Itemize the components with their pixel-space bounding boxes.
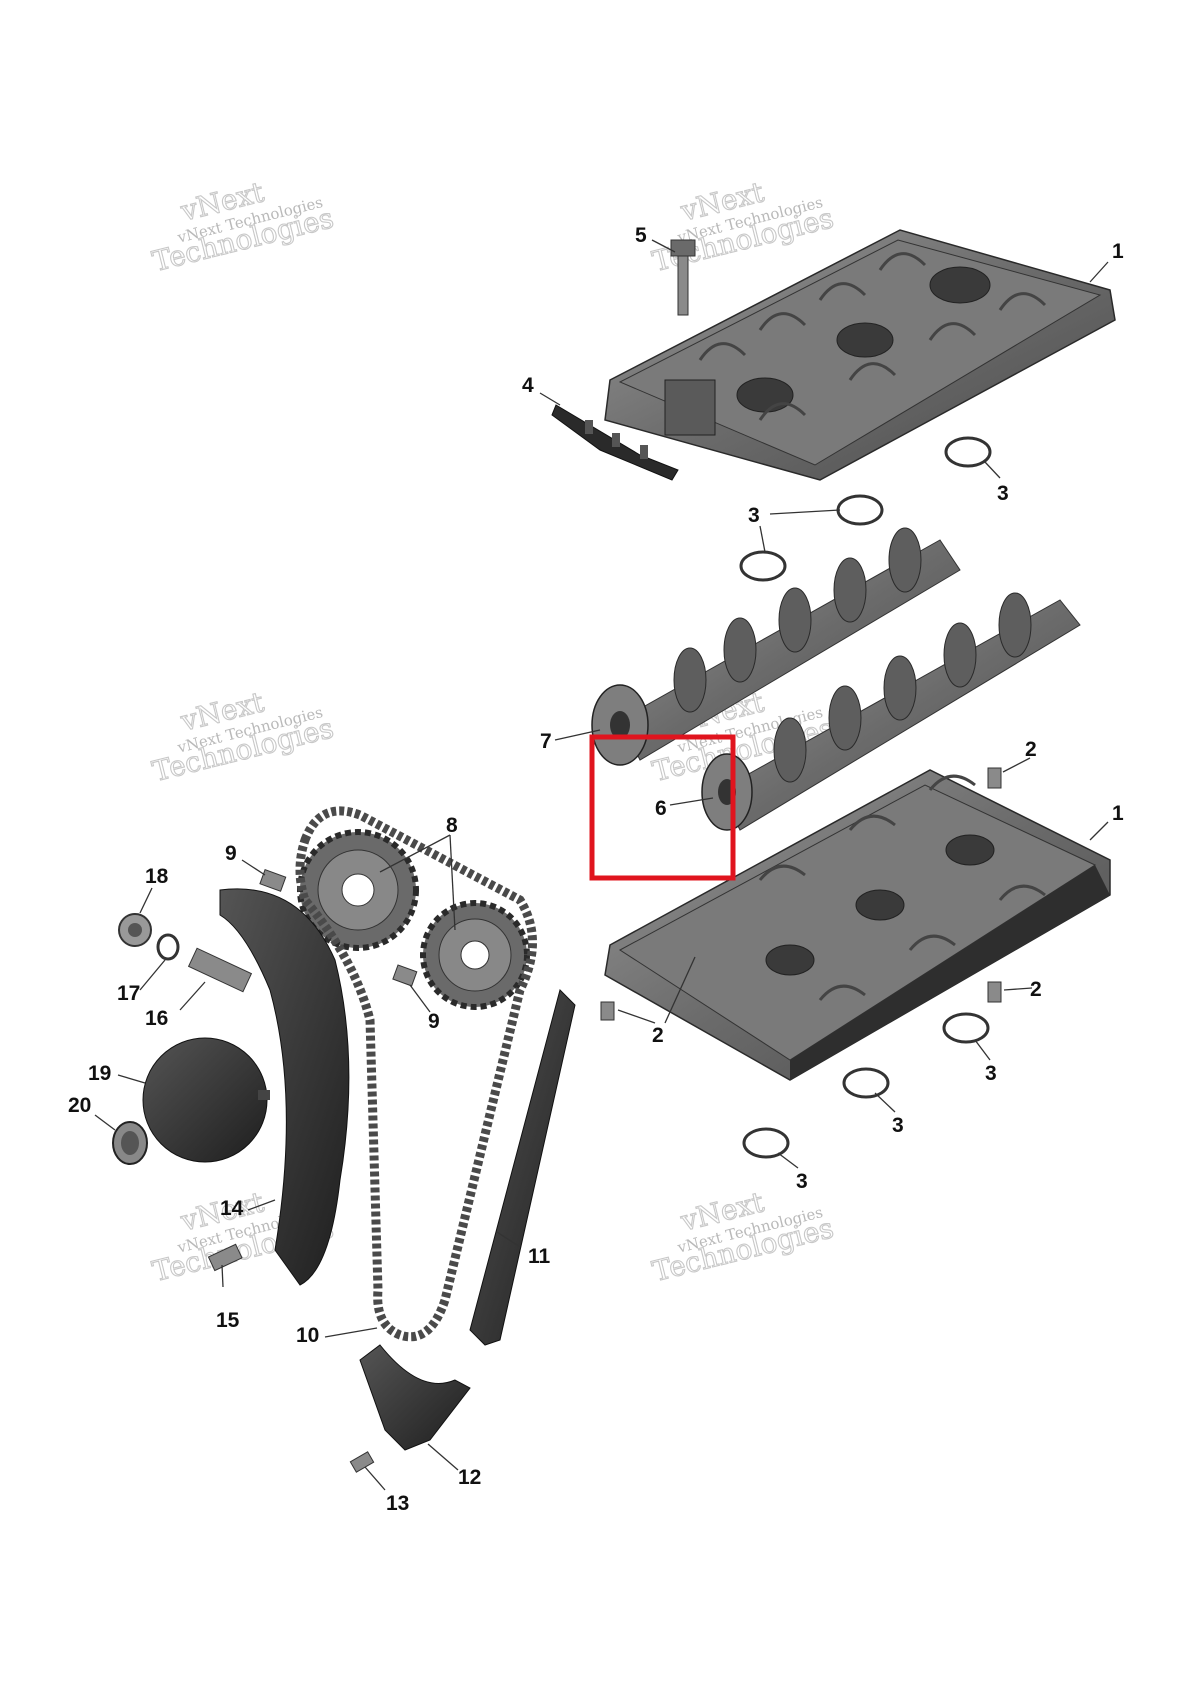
watermark-1: vNext vNext Technologies Technologies — [148, 175, 337, 279]
bolt-5 — [670, 239, 696, 316]
bolt-9-a — [259, 869, 287, 892]
callout-20: 20 — [68, 1094, 91, 1117]
seal-20 — [112, 1121, 148, 1165]
callout-18: 18 — [145, 865, 169, 888]
callout-1-top: 1 — [1112, 240, 1124, 263]
camshaft-lower — [701, 592, 1081, 831]
tensioner-12 — [359, 1344, 471, 1451]
callout-3-c: 3 — [985, 1062, 997, 1085]
callout-2-a: 2 — [1025, 738, 1037, 761]
callout-8: 8 — [446, 814, 458, 837]
callout-11: 11 — [528, 1245, 551, 1268]
callout-13: 13 — [386, 1492, 409, 1515]
camshaft-upper — [591, 527, 961, 766]
oring-3-d — [942, 1012, 990, 1044]
callout-4: 4 — [522, 374, 534, 397]
dowel-pin-2-a — [987, 767, 1002, 789]
bolt-15 — [207, 1243, 243, 1272]
callout-14: 14 — [220, 1197, 244, 1220]
watermark-2: vNext vNext Technologies Technologies — [648, 175, 837, 279]
callout-7: 7 — [540, 730, 552, 753]
callout-2-b: 2 — [1030, 978, 1042, 1001]
callout-9-a: 9 — [225, 842, 237, 865]
camshaft-carrier-bottom — [604, 769, 1111, 1081]
callout-19: 19 — [88, 1062, 111, 1085]
callout-12: 12 — [458, 1466, 481, 1489]
timing-chain-10 — [295, 806, 537, 1342]
callout-9-b: 9 — [428, 1010, 440, 1033]
callout-10: 10 — [296, 1324, 319, 1347]
chain-guide-11 — [469, 989, 576, 1346]
highlight-box[interactable] — [589, 734, 736, 881]
oring-3-c — [739, 550, 787, 582]
seal-4 — [551, 404, 679, 481]
callout-3-a: 3 — [997, 482, 1009, 505]
pin-16 — [187, 947, 253, 993]
oring-3-e — [842, 1067, 890, 1099]
leader-lines — [94, 239, 1109, 1491]
bolt-13 — [349, 1451, 375, 1473]
dowel-pin-2-b — [987, 981, 1002, 1003]
callout-labels: 1 1 5 4 3 3 7 6 2 2 2 8 9 9 3 3 3 11 10 … — [68, 224, 1124, 1515]
callout-5: 5 — [635, 224, 647, 247]
callout-1-bottom: 1 — [1112, 802, 1124, 825]
bolt-9-b — [392, 964, 418, 987]
watermark-3: vNext vNext Technologies Technologies — [148, 685, 337, 789]
callout-16: 16 — [145, 1007, 168, 1030]
callout-2-c: 2 — [652, 1024, 664, 1047]
ring-17 — [156, 933, 180, 961]
callout-17: 17 — [117, 982, 140, 1005]
sprocket-8-a — [297, 829, 419, 951]
tensioner-rail-14 — [219, 888, 350, 1286]
sprocket-8-b — [420, 900, 530, 1010]
oring-3-a — [944, 436, 992, 468]
bushing-18 — [118, 913, 152, 947]
cover-19 — [142, 1037, 270, 1163]
oring-3-f — [742, 1127, 790, 1159]
callout-3-b: 3 — [748, 504, 760, 527]
callout-3-d: 3 — [892, 1114, 904, 1137]
callout-15: 15 — [216, 1309, 240, 1332]
oring-3-b — [836, 494, 884, 526]
camshaft-carrier-top — [604, 229, 1116, 481]
dowel-pin-2-c — [600, 1001, 615, 1021]
callout-3-e: 3 — [796, 1170, 808, 1193]
callout-6: 6 — [655, 797, 667, 820]
